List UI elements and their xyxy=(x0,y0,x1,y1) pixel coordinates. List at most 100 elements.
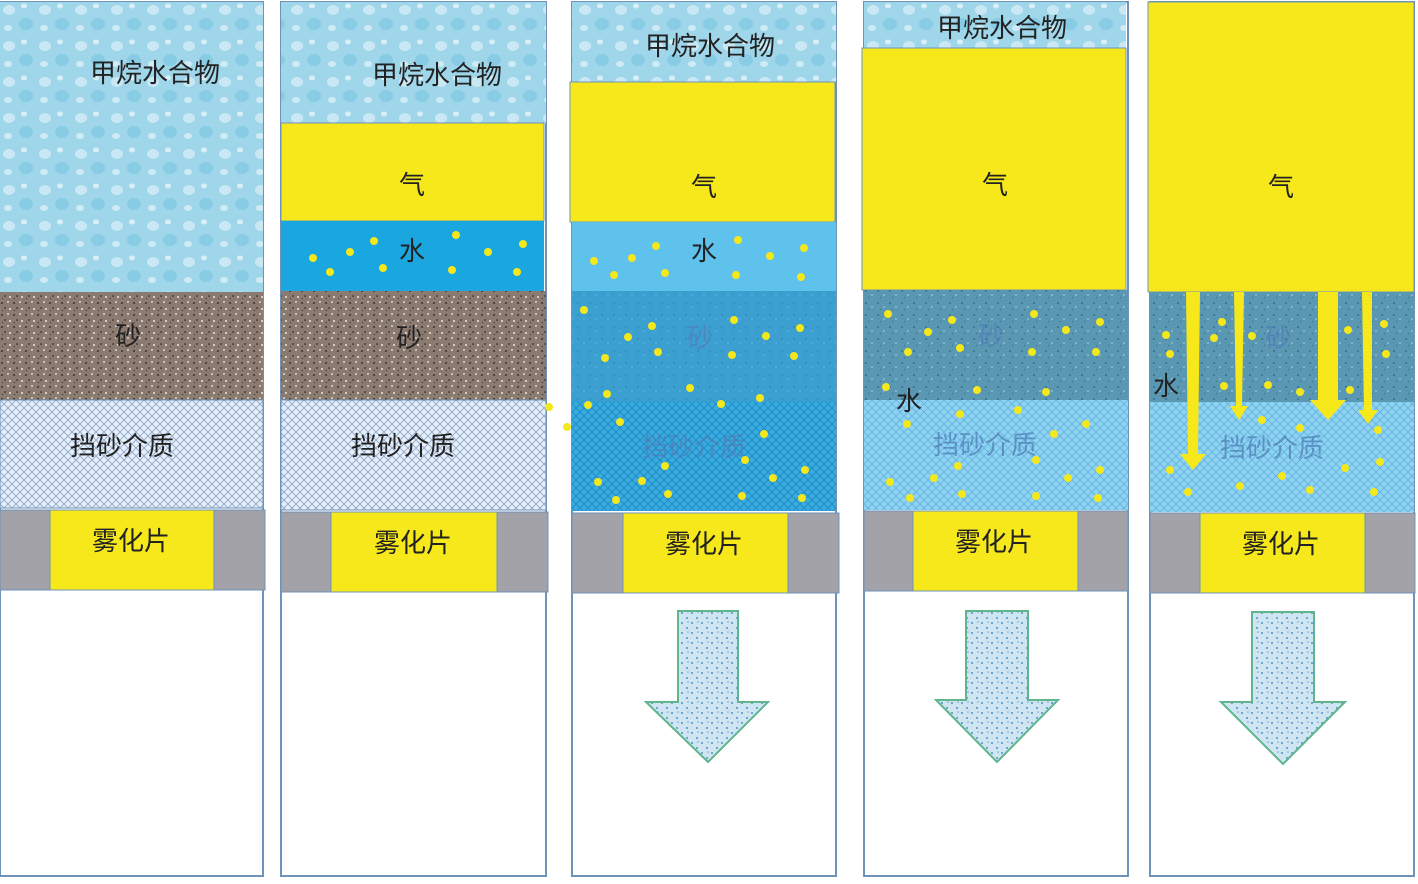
panel-3-atomizer-label: 雾化片 xyxy=(665,530,743,560)
panel-4-screen-label: 挡砂介质 xyxy=(933,431,1037,461)
panel-2-gas-release: 甲烷水合物 气 水 砂 挡砂介质 雾化片 xyxy=(280,1,549,877)
bubble xyxy=(954,462,962,470)
bubble xyxy=(1028,348,1036,356)
panel-2-atomizer-label: 雾化片 xyxy=(374,529,452,559)
bubble xyxy=(756,394,764,402)
panel-3-holder-right xyxy=(787,512,840,594)
panel-4-gas-expansion: 甲烷水合物 气 砂 挡砂介质 水 xyxy=(861,1,1129,877)
panel-2-hydrate-label: 甲烷水合物 xyxy=(372,61,502,91)
bubble xyxy=(732,271,740,279)
bubble xyxy=(652,242,660,250)
bubble xyxy=(790,352,798,360)
bubble xyxy=(1306,486,1314,494)
panel-4-hydrate-label: 甲烷水合物 xyxy=(937,14,1067,44)
bubble xyxy=(580,306,588,314)
bubble xyxy=(638,477,646,485)
bubble xyxy=(1166,350,1174,358)
bubble xyxy=(738,492,746,500)
bubble xyxy=(1014,406,1022,414)
panel-4-sand-layer xyxy=(864,290,1128,400)
bubble xyxy=(1162,331,1170,339)
bubble xyxy=(1236,482,1244,490)
bubble xyxy=(1296,388,1304,396)
bubble xyxy=(1258,416,1266,424)
panel-1-screen-layer xyxy=(0,399,264,509)
panel-5-gas-breakthrough: 气 砂 挡砂介质 水 xyxy=(1147,1,1416,877)
panel-3-holder-left xyxy=(571,512,624,594)
bubble xyxy=(1346,386,1354,394)
bubble xyxy=(648,322,656,330)
bubble xyxy=(930,474,938,482)
panel-3-screen-layer xyxy=(572,401,836,511)
panel-5-holder-right xyxy=(1364,512,1416,594)
bubble xyxy=(801,466,809,474)
panel-2-holder-right xyxy=(496,511,549,593)
panel-5-bubbles xyxy=(1162,318,1390,496)
panel-3-bubbles xyxy=(545,236,809,504)
bubble xyxy=(1278,472,1286,480)
bubble xyxy=(1218,318,1226,326)
panel-5-screen-label: 挡砂介质 xyxy=(1220,434,1324,464)
bubble xyxy=(1166,466,1174,474)
bubble xyxy=(370,237,378,245)
bubble xyxy=(1096,466,1104,474)
bubble xyxy=(545,403,553,411)
bubble xyxy=(1064,474,1072,482)
bubble xyxy=(800,244,808,252)
bubble xyxy=(484,248,492,256)
bubble xyxy=(379,264,387,272)
panel-2-atomizer xyxy=(330,511,498,593)
panel-3-hydrate-label: 甲烷水合物 xyxy=(645,32,775,62)
bubble xyxy=(513,268,521,276)
gas-channel-4 xyxy=(1358,292,1378,424)
panel-1-atomizer-label: 雾化片 xyxy=(92,527,170,557)
panel-2-holder-left xyxy=(280,511,332,593)
panel-5-holder-left xyxy=(1149,512,1201,594)
panel-1-holder-left xyxy=(0,509,51,591)
panel-1-initial: 甲烷水合物 砂 挡砂介质 雾化片 xyxy=(0,1,266,877)
bubble xyxy=(798,494,806,502)
gas-channel-1 xyxy=(1180,292,1206,470)
panel-4-atomizer-label: 雾化片 xyxy=(955,528,1033,558)
bubble xyxy=(760,430,768,438)
panel-4-outflow-arrow xyxy=(933,610,1061,764)
bubble xyxy=(661,269,669,277)
panel-4-water-label: 水 xyxy=(896,387,922,417)
panel-2-bubbles xyxy=(309,231,527,276)
bubble xyxy=(661,462,669,470)
bubble xyxy=(1062,326,1070,334)
bubble xyxy=(628,254,636,262)
bubble xyxy=(309,254,317,262)
bubble xyxy=(973,386,981,394)
bubble xyxy=(1296,424,1304,432)
bubble xyxy=(741,456,749,464)
bubble xyxy=(601,354,609,362)
bubble xyxy=(346,248,354,256)
bubble xyxy=(1042,388,1050,396)
panel-1-hydrate-layer xyxy=(0,2,263,292)
bubble xyxy=(717,400,725,408)
bubble xyxy=(1094,494,1102,502)
panel-3-hydrate-layer xyxy=(572,2,836,82)
panel-4-sand-label: 砂 xyxy=(978,322,1004,352)
bubble xyxy=(766,252,774,260)
bubble xyxy=(1248,332,1256,340)
bubble xyxy=(1341,464,1349,472)
panel-1-sand-layer xyxy=(0,292,263,400)
bubble xyxy=(686,384,694,392)
gas-channel-3 xyxy=(1310,292,1346,420)
bubble xyxy=(1032,456,1040,464)
panel-3-atomizer xyxy=(622,512,789,594)
panel-5-atomizer-label: 雾化片 xyxy=(1242,530,1320,560)
bubble xyxy=(906,494,914,502)
panel-2-sand-label: 砂 xyxy=(396,324,422,354)
bubble xyxy=(769,474,777,482)
bubble xyxy=(884,310,892,318)
bubble xyxy=(903,420,911,428)
bubble xyxy=(1184,488,1192,496)
panel-3-water-label: 水 xyxy=(691,237,717,267)
panel-2-water-label: 水 xyxy=(399,237,425,267)
panel-5-gas-channels xyxy=(1180,292,1378,470)
bubble xyxy=(734,236,742,244)
